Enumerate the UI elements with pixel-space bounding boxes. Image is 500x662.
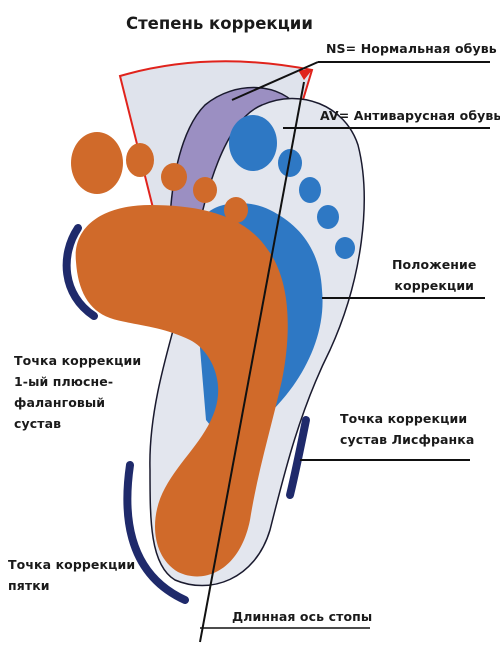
label-long-axis: Длинная ось стопы: [232, 609, 373, 624]
foot-toe-3: [161, 163, 187, 191]
foot-toe-5: [224, 197, 248, 223]
corrected-toe-3: [299, 177, 321, 203]
pad-first-mtp-joint: [62, 224, 98, 320]
label-correction-position: Положение коррекции: [392, 257, 477, 293]
label-heel: Точка коррекции пятки: [8, 557, 136, 593]
foot-toe-2: [126, 143, 154, 177]
long-axis-line: [199, 81, 305, 643]
label-first-mtp: Точка коррекции 1-ый плюсне- фаланговый …: [14, 353, 142, 431]
pad-heel: [123, 461, 189, 604]
pad-lisfranc-joint: [286, 416, 310, 499]
foot-toe-4: [193, 177, 217, 203]
diagram-title: Степень коррекции: [126, 14, 313, 33]
corrected-big-toe: [229, 115, 277, 171]
orange-foot-sole: [75, 205, 288, 577]
corrected-toe-4: [317, 205, 339, 229]
foot-big-toe: [71, 132, 123, 194]
label-lisfranc: Точка коррекции сустав Лисфранка: [340, 411, 475, 447]
label-ns: NS= Нормальная обувь: [326, 41, 497, 56]
label-av: AV= Антиварусная обувь: [320, 108, 500, 123]
angle-marker-arrow: [298, 70, 312, 80]
corrected-toe-2: [278, 149, 302, 177]
leader-ns: [231, 61, 319, 101]
corrected-toe-5: [335, 237, 355, 259]
